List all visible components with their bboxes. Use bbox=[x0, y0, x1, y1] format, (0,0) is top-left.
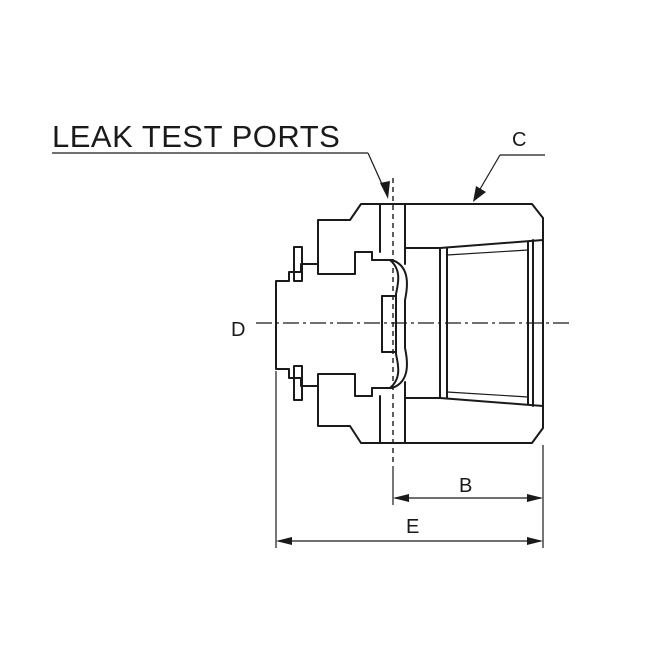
c-arrowhead bbox=[473, 186, 486, 202]
thread-outline bbox=[439, 239, 544, 407]
clip-bottom bbox=[293, 365, 303, 401]
leak-test-ports-callout: LEAK TEST PORTS bbox=[52, 119, 390, 199]
dimension-b: B bbox=[392, 445, 544, 505]
fitting-body bbox=[275, 178, 544, 466]
b-arrow-left bbox=[393, 494, 409, 502]
leak-test-ports-arrowhead bbox=[380, 181, 390, 199]
c-label: C bbox=[512, 129, 526, 151]
thread-bore bbox=[404, 247, 441, 399]
thread-root-bottom bbox=[446, 391, 529, 398]
d-label: D bbox=[231, 319, 245, 341]
thread-root-top bbox=[446, 249, 529, 256]
b-label: B bbox=[459, 475, 472, 497]
e-label: E bbox=[406, 516, 419, 538]
dimension-e: E bbox=[275, 371, 544, 548]
inner-profile-top bbox=[317, 251, 391, 275]
e-arrow-right bbox=[527, 537, 543, 545]
b-arrow-right bbox=[527, 494, 543, 502]
c-callout: C bbox=[473, 129, 545, 202]
e-arrow-left bbox=[276, 537, 292, 545]
clip-top bbox=[293, 246, 303, 282]
seal-nose bbox=[371, 251, 408, 397]
leak-test-ports-label: LEAK TEST PORTS bbox=[52, 119, 340, 154]
centerline-d: D bbox=[231, 319, 570, 341]
seal-inner bbox=[389, 259, 400, 389]
inner-profile-bottom bbox=[317, 373, 391, 397]
